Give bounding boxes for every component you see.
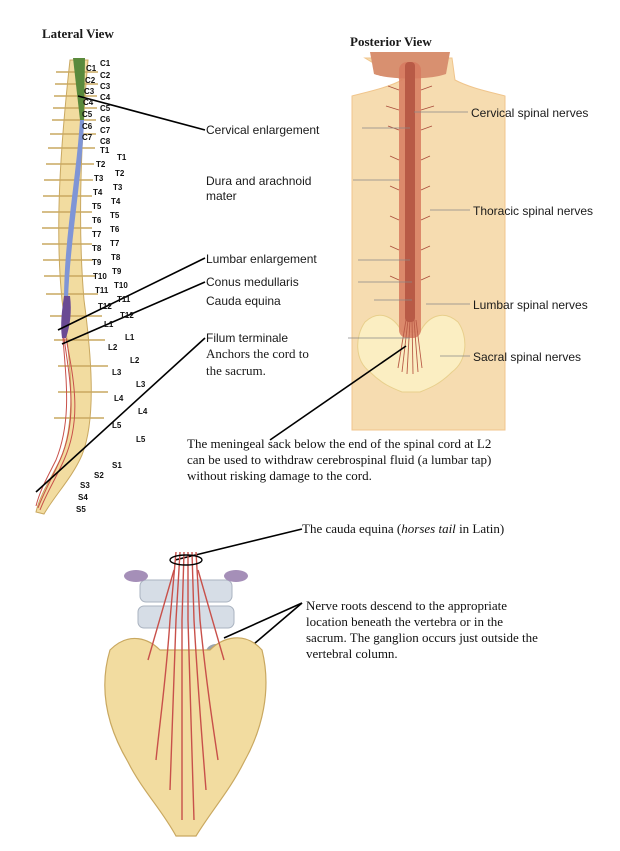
vertebra-label: L4 [114, 394, 124, 403]
vertebra-label: T11 [95, 286, 109, 295]
vertebra-label: T2 [96, 160, 106, 169]
note-meningeal: The meningeal sack below the end of the … [187, 436, 491, 484]
cervical-cord-segment [73, 58, 85, 120]
vertebra-label: S3 [80, 481, 90, 490]
vertebra-label: T1 [117, 153, 127, 162]
vertebra-label: T7 [110, 239, 120, 248]
note-cauda-italic: horses tail [401, 521, 456, 536]
vertebra-label: T9 [92, 258, 102, 267]
vertebra-label: C8 [100, 137, 111, 146]
label-cervical-enlargement: Cervical enlargement [206, 123, 320, 137]
vertebra-label: S4 [78, 493, 88, 502]
posterior-view-title: Posterior View [350, 34, 432, 49]
label-conus-medullaris: Conus medullaris [206, 275, 299, 289]
vertebra-label: T3 [94, 174, 104, 183]
vertebra-label: C4 [100, 93, 111, 102]
vertebra-label: T3 [113, 183, 123, 192]
posterior-cauda-fan [397, 319, 423, 375]
vertebra-label: T5 [110, 211, 120, 220]
vertebra-label: T5 [92, 202, 102, 211]
vertebra-label: C1 [86, 64, 97, 73]
vertebra-label: T1 [100, 146, 110, 155]
note-anchors-line2: the sacrum. [206, 363, 266, 378]
vertebra-label: T6 [92, 216, 102, 225]
vertebra-label: T8 [111, 253, 121, 262]
note-cauda-suffix: in Latin) [455, 521, 505, 536]
vertebra-label: C2 [85, 76, 96, 85]
vertebra-label: T12 [120, 311, 134, 320]
note-meningeal-line1: The meningeal sack below the end of the … [187, 436, 492, 451]
vertebra-label: T4 [111, 197, 121, 206]
label-dura-line2: mater [206, 189, 237, 203]
pointer-lines [35, 95, 407, 691]
vertebra-label: L3 [136, 380, 146, 389]
vertebra-label: C5 [82, 110, 93, 119]
note-meningeal-line2: can be used to withdraw cerebrospinal fl… [187, 452, 492, 467]
cauda-strands [147, 551, 225, 821]
note-roots-line3: sacrum. The ganglion occurs just outside… [306, 630, 538, 645]
note-roots-line2: location beneath the vertebra or in the [306, 614, 504, 629]
vertebra-label: C7 [100, 126, 111, 135]
note-nerve-roots: Nerve roots descend to the appropriate l… [306, 598, 538, 662]
vertebra-label: T7 [92, 230, 102, 239]
vertebra-label: C2 [100, 71, 111, 80]
vertebra-label: C4 [83, 98, 94, 107]
vertebra-label: S2 [94, 471, 104, 480]
label-thoracic-spinal-nerves: Thoracic spinal nerves [473, 204, 594, 218]
vertebra-label: C7 [82, 133, 93, 142]
label-cauda-equina: Cauda equina [206, 294, 281, 308]
note-cauda-prefix: The cauda equina ( [302, 521, 402, 536]
thoracic-cord-segment [64, 120, 84, 300]
label-lumbar-enlargement: Lumbar enlargement [206, 252, 317, 266]
vertebra-label: C6 [100, 115, 111, 124]
vertebra-label: L2 [130, 356, 140, 365]
cauda-equina-illustration [104, 551, 267, 837]
lateral-view-title: Lateral View [42, 26, 114, 41]
vertebra-label: T11 [117, 295, 131, 304]
vertebra-label: C1 [100, 59, 111, 68]
vertebra-label: L1 [104, 320, 114, 329]
vertebra-label: C3 [84, 87, 95, 96]
vertebra-label: L1 [125, 333, 135, 342]
vertebra-label: L3 [112, 368, 122, 377]
vertebra-label: T6 [110, 225, 120, 234]
vertebra-label: T4 [93, 188, 103, 197]
vertebra-label: S5 [76, 505, 86, 514]
label-lumbar-spinal-nerves: Lumbar spinal nerves [473, 298, 588, 312]
vertebra-label: S1 [112, 461, 122, 470]
vertebra-label: T9 [112, 267, 122, 276]
note-meningeal-line3: without risking damage to the cord. [187, 468, 372, 483]
note-cauda-equina: The cauda equina (horses tail in Latin) [302, 521, 504, 537]
vertebra-label: T10 [93, 272, 107, 281]
label-cervical-spinal-nerves: Cervical spinal nerves [471, 106, 589, 120]
lateral-spine-illustration [35, 58, 108, 515]
vertebra-ticks [42, 71, 108, 419]
posterior-body-illustration [348, 52, 506, 431]
vertebra-label: L5 [136, 435, 146, 444]
note-anchors-line1: Anchors the cord to [206, 346, 309, 361]
note-roots-line1: Nerve roots descend to the appropriate [306, 598, 508, 613]
vertebra-label: T10 [114, 281, 128, 290]
vertebra-label: L4 [138, 407, 148, 416]
label-filum-terminale: Filum terminale [206, 331, 289, 345]
label-sacral-spinal-nerves: Sacral spinal nerves [473, 350, 582, 364]
vertebra-label: T2 [115, 169, 125, 178]
vertebra-label: C6 [82, 122, 93, 131]
label-dura-line1: Dura and arachnoid [206, 174, 312, 188]
posterior-leader-lines [348, 111, 470, 357]
vertebra-label: T8 [92, 244, 102, 253]
sacrum-bone [104, 637, 267, 837]
vertebra-label: L2 [108, 343, 118, 352]
vertebra-label: T12 [98, 302, 112, 311]
vertebra-label: C3 [100, 82, 111, 91]
vertebra-label: L5 [112, 421, 122, 430]
vertebra-label: C5 [100, 104, 111, 113]
note-roots-line4: vertebral column. [306, 646, 398, 661]
lateral-cauda-strands [35, 337, 76, 511]
